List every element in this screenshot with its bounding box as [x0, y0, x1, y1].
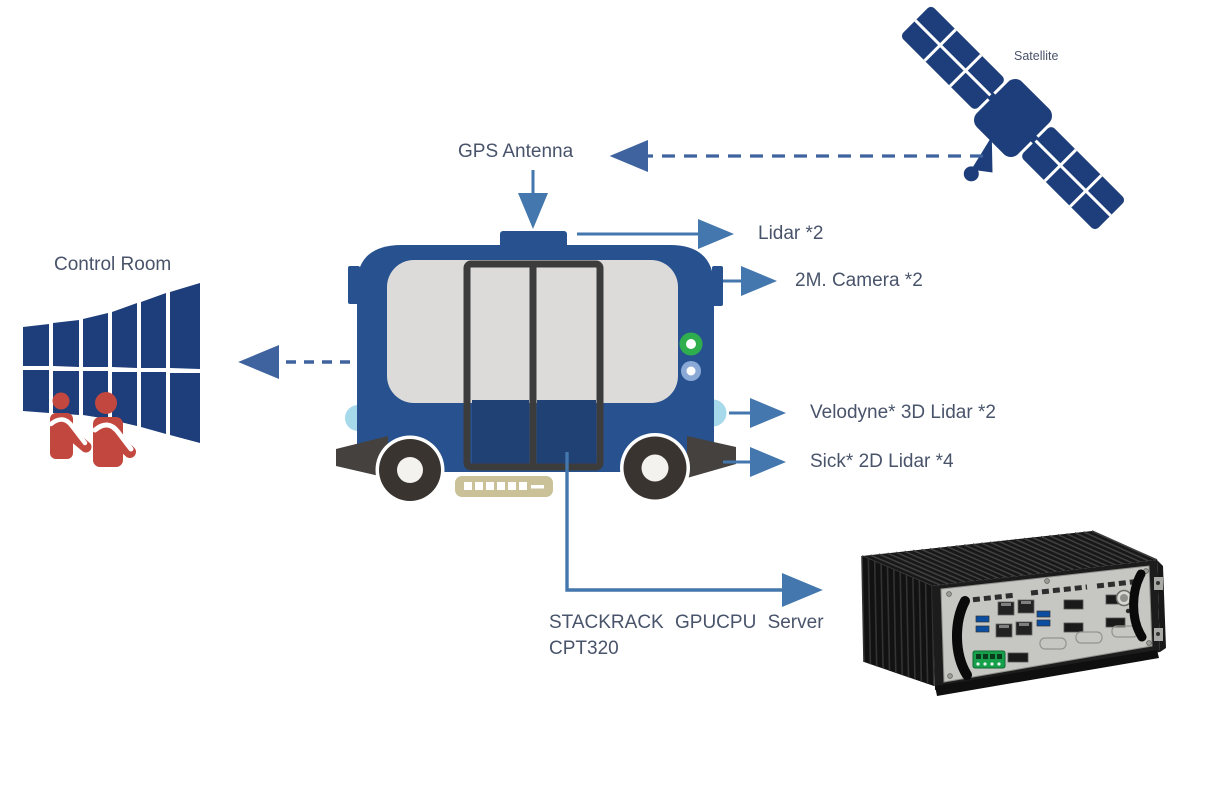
license-plate: [455, 476, 553, 497]
satellite-label: Satellite: [1014, 49, 1059, 63]
operator-icon-2: [92, 392, 136, 467]
velodyne-callout-label: Velodyne* 3D Lidar *2: [810, 402, 996, 423]
server-label-line2: CPT320: [549, 638, 619, 659]
door-frame: [463, 260, 604, 471]
bumper-skirt-right: [687, 436, 736, 478]
sick-callout-label: Sick* 2D Lidar *4: [810, 451, 954, 472]
connector-bus-to-server: [565, 452, 823, 607]
lidar-callout-label: Lidar *2: [758, 223, 824, 244]
control-room-icon: [23, 283, 200, 467]
server-label-line1: STACKRACK GPUCPU Server: [549, 612, 824, 633]
server-power-terminal: [972, 650, 1006, 669]
mirror-mount-right: [712, 266, 723, 306]
satellite-icon: [901, 6, 1125, 230]
wheel-rear: [620, 433, 690, 503]
server-icon: [861, 530, 1166, 696]
server-handles: [952, 569, 1147, 680]
gps-antenna-label: GPS Antenna: [458, 141, 574, 162]
mirror-mount-left: [348, 266, 360, 304]
shuttle-bus-icon: [336, 231, 736, 505]
bumper-skirt-left: [336, 436, 388, 478]
operator-icon-1: [48, 392, 92, 459]
door-lower-panel-left: [472, 400, 529, 464]
server-mounting-tabs: [1154, 577, 1163, 641]
video-wall: [23, 283, 200, 443]
camera-callout-label: 2M. Camera *2: [795, 270, 923, 291]
control-room-label: Control Room: [54, 254, 172, 275]
server-power-button: [1115, 589, 1133, 614]
wheel-front: [375, 435, 445, 505]
server-top-heatsink: [862, 531, 1157, 586]
server-left-heatsink: [862, 556, 934, 686]
server-usb-ports: [975, 610, 1051, 633]
server-displayports: [1007, 594, 1126, 663]
